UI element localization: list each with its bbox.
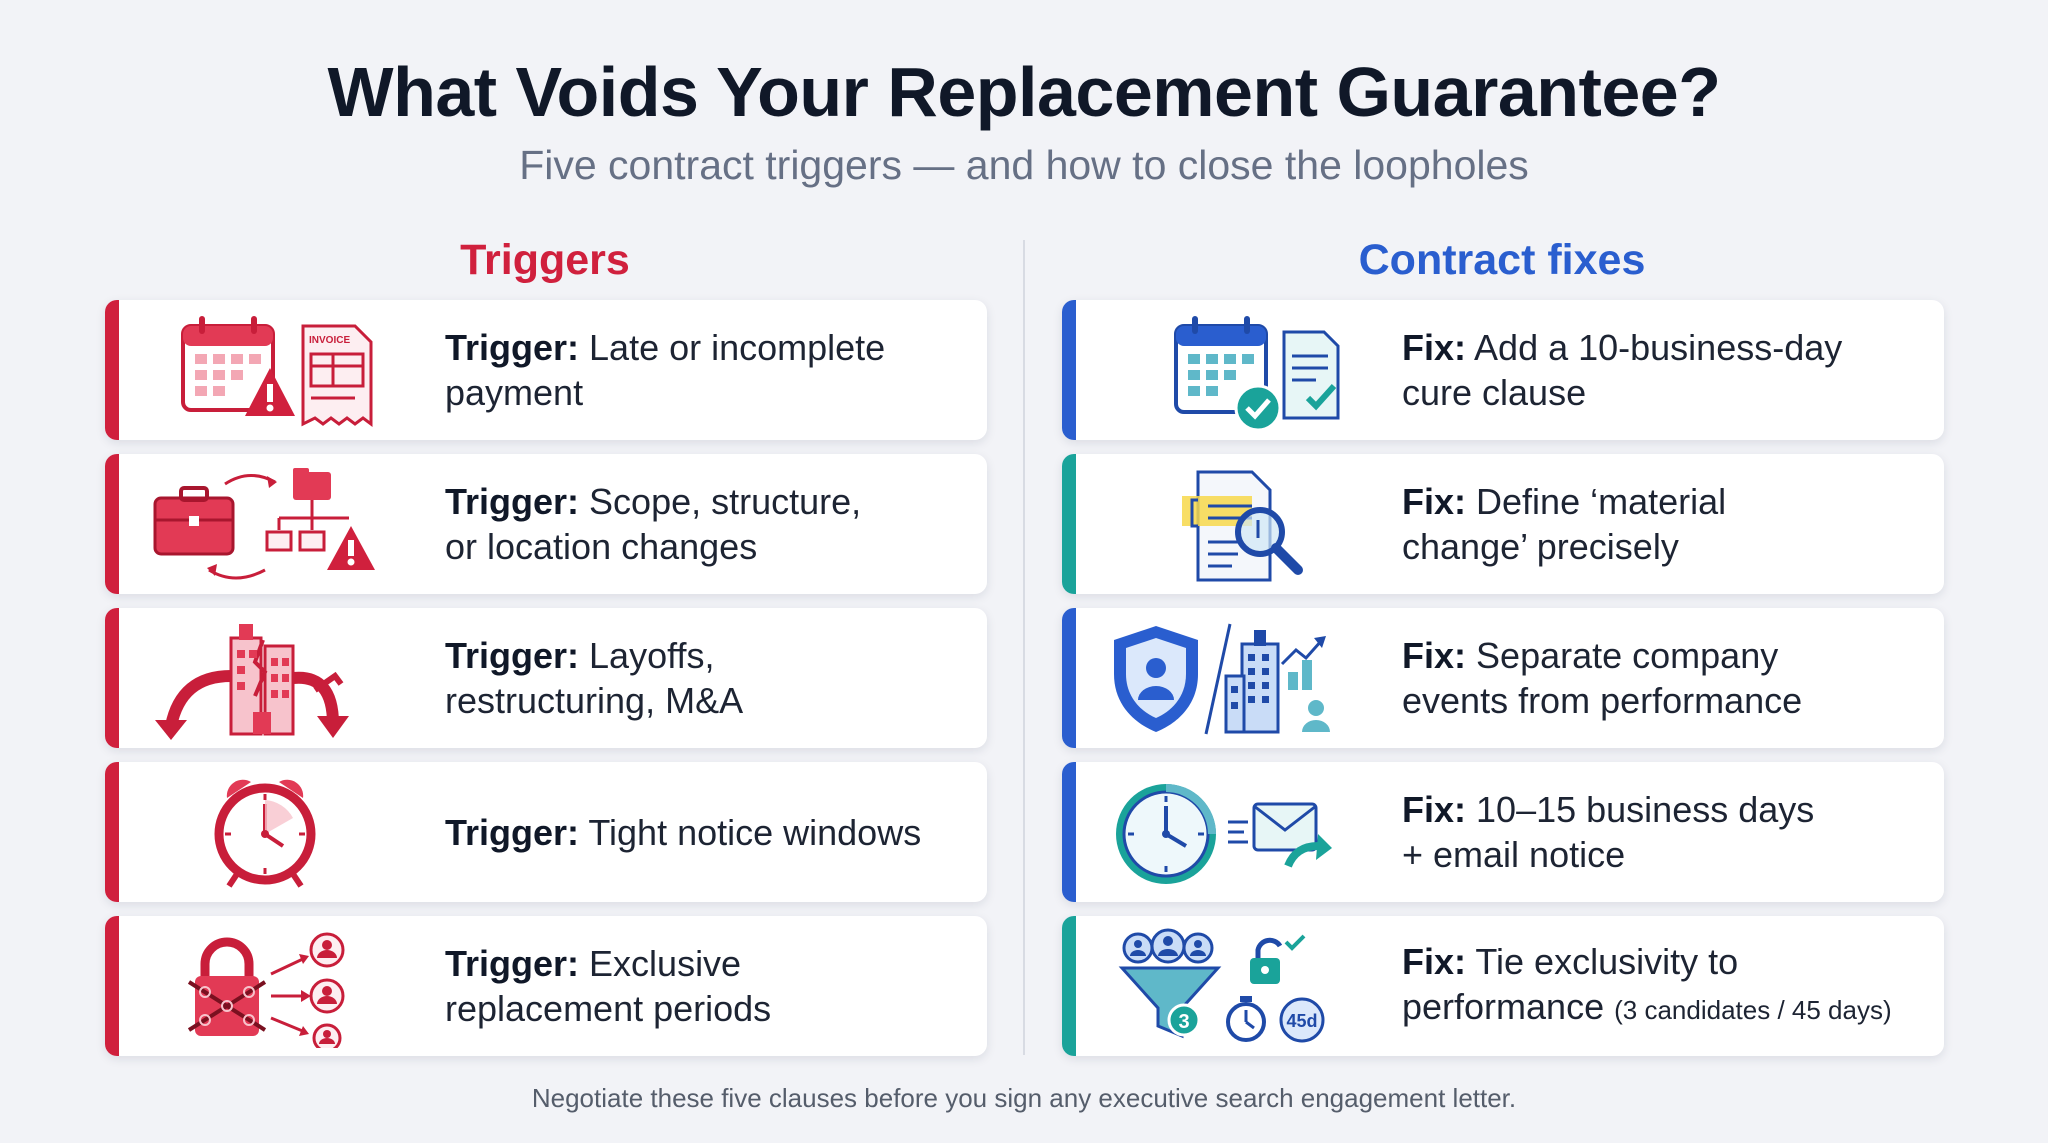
trigger-label: Trigger: <box>445 481 580 522</box>
fix-line-1: 10–15 business days <box>1476 789 1815 830</box>
card-accent-bar <box>1062 608 1076 748</box>
fix-line-1: Separate company <box>1476 635 1779 676</box>
trigger-text: Trigger: Scope, structure,or location ch… <box>445 454 963 594</box>
fix-label: Fix: <box>1402 635 1467 676</box>
fix-line-2: change’ precisely <box>1402 526 1679 567</box>
fix-label: Fix: <box>1402 327 1467 368</box>
page-title: What Voids Your Replacement Guarantee? <box>327 53 1721 131</box>
broken-building-icon <box>145 616 385 740</box>
fix-line-1: Tie exclusivity to <box>1475 941 1739 982</box>
trigger-label: Trigger: <box>445 811 580 853</box>
trigger-line-2: payment <box>445 372 584 413</box>
fix-line-2: events from performance <box>1402 680 1803 721</box>
page-subtitle: Five contract triggers — and how to clos… <box>519 142 1529 188</box>
fix-label: Fix: <box>1402 941 1467 982</box>
fix-line-1: Add a 10-business-day <box>1474 327 1843 368</box>
trigger-text: Trigger: Layoffs,restructuring, M&A <box>445 608 963 748</box>
trigger-line-2: restructuring, M&A <box>445 680 744 721</box>
column-divider <box>1023 240 1025 1055</box>
card-accent-bar <box>105 762 119 902</box>
fixes-heading: Contract fixes <box>1358 236 1646 284</box>
invoice-label: INVOICE <box>309 335 350 346</box>
trigger-line-1: Scope, structure, <box>589 481 862 522</box>
card-accent-bar <box>105 916 119 1056</box>
fix-line-2: performance <box>1402 986 1605 1027</box>
funnel-candidates-icon: 3 45d <box>1102 924 1342 1048</box>
calendar-invoice-warning-icon: INVOICE <box>145 308 385 432</box>
triggers-heading: Triggers <box>460 236 630 284</box>
trigger-line-1: Tight notice windows <box>588 811 922 853</box>
candidate-count-badge: 3 <box>1178 1011 1189 1033</box>
card-accent-bar <box>1062 762 1076 902</box>
days-badge: 45d <box>1286 1011 1317 1031</box>
trigger-line-1: Exclusive <box>589 943 742 984</box>
clock-email-icon <box>1102 770 1342 894</box>
card-accent-bar <box>105 300 119 440</box>
card-accent-bar <box>105 454 119 594</box>
card-accent-bar <box>105 608 119 748</box>
trigger-card-scope: Trigger: Scope, structure,or location ch… <box>105 454 987 594</box>
trigger-label: Trigger: <box>445 327 580 368</box>
card-accent-bar <box>1062 300 1076 440</box>
briefcase-org-chart-icon <box>145 462 385 586</box>
fix-line-2: + email notice <box>1402 834 1626 875</box>
trigger-card-layoffs: Trigger: Layoffs,restructuring, M&A <box>105 608 987 748</box>
fix-card-notice-period: Fix: 10–15 business days+ email notice <box>1062 762 1944 902</box>
fix-line-2: cure clause <box>1402 372 1587 413</box>
trigger-line-2: or location changes <box>445 526 758 567</box>
fix-note: (3 candidates / 45 days) <box>1614 995 1892 1025</box>
fix-text: Fix: 10–15 business days+ email notice <box>1402 762 1920 902</box>
trigger-label: Trigger: <box>445 635 580 676</box>
document-magnifier-icon <box>1102 462 1342 586</box>
footer-note: Negotiate these five clauses before you … <box>531 1083 1517 1113</box>
trigger-text: Trigger: Tight notice windows <box>445 762 963 902</box>
trigger-card-notice: Trigger: Tight notice windows <box>105 762 987 902</box>
trigger-line-1: Late or incomplete <box>589 327 886 368</box>
trigger-label: Trigger: <box>445 943 580 984</box>
calendar-check-document-icon <box>1102 308 1342 432</box>
trigger-line-2: replacement periods <box>445 988 772 1029</box>
trigger-line-1: Layoffs, <box>589 635 715 676</box>
card-accent-bar <box>1062 916 1076 1056</box>
alarm-clock-icon <box>145 770 385 894</box>
card-accent-bar <box>1062 454 1076 594</box>
shield-building-icon <box>1102 616 1342 740</box>
fix-label: Fix: <box>1402 789 1467 830</box>
fix-label: Fix: <box>1402 481 1467 522</box>
chained-lock-people-icon <box>145 924 385 1048</box>
fix-line-1: Define ‘material <box>1476 481 1727 522</box>
